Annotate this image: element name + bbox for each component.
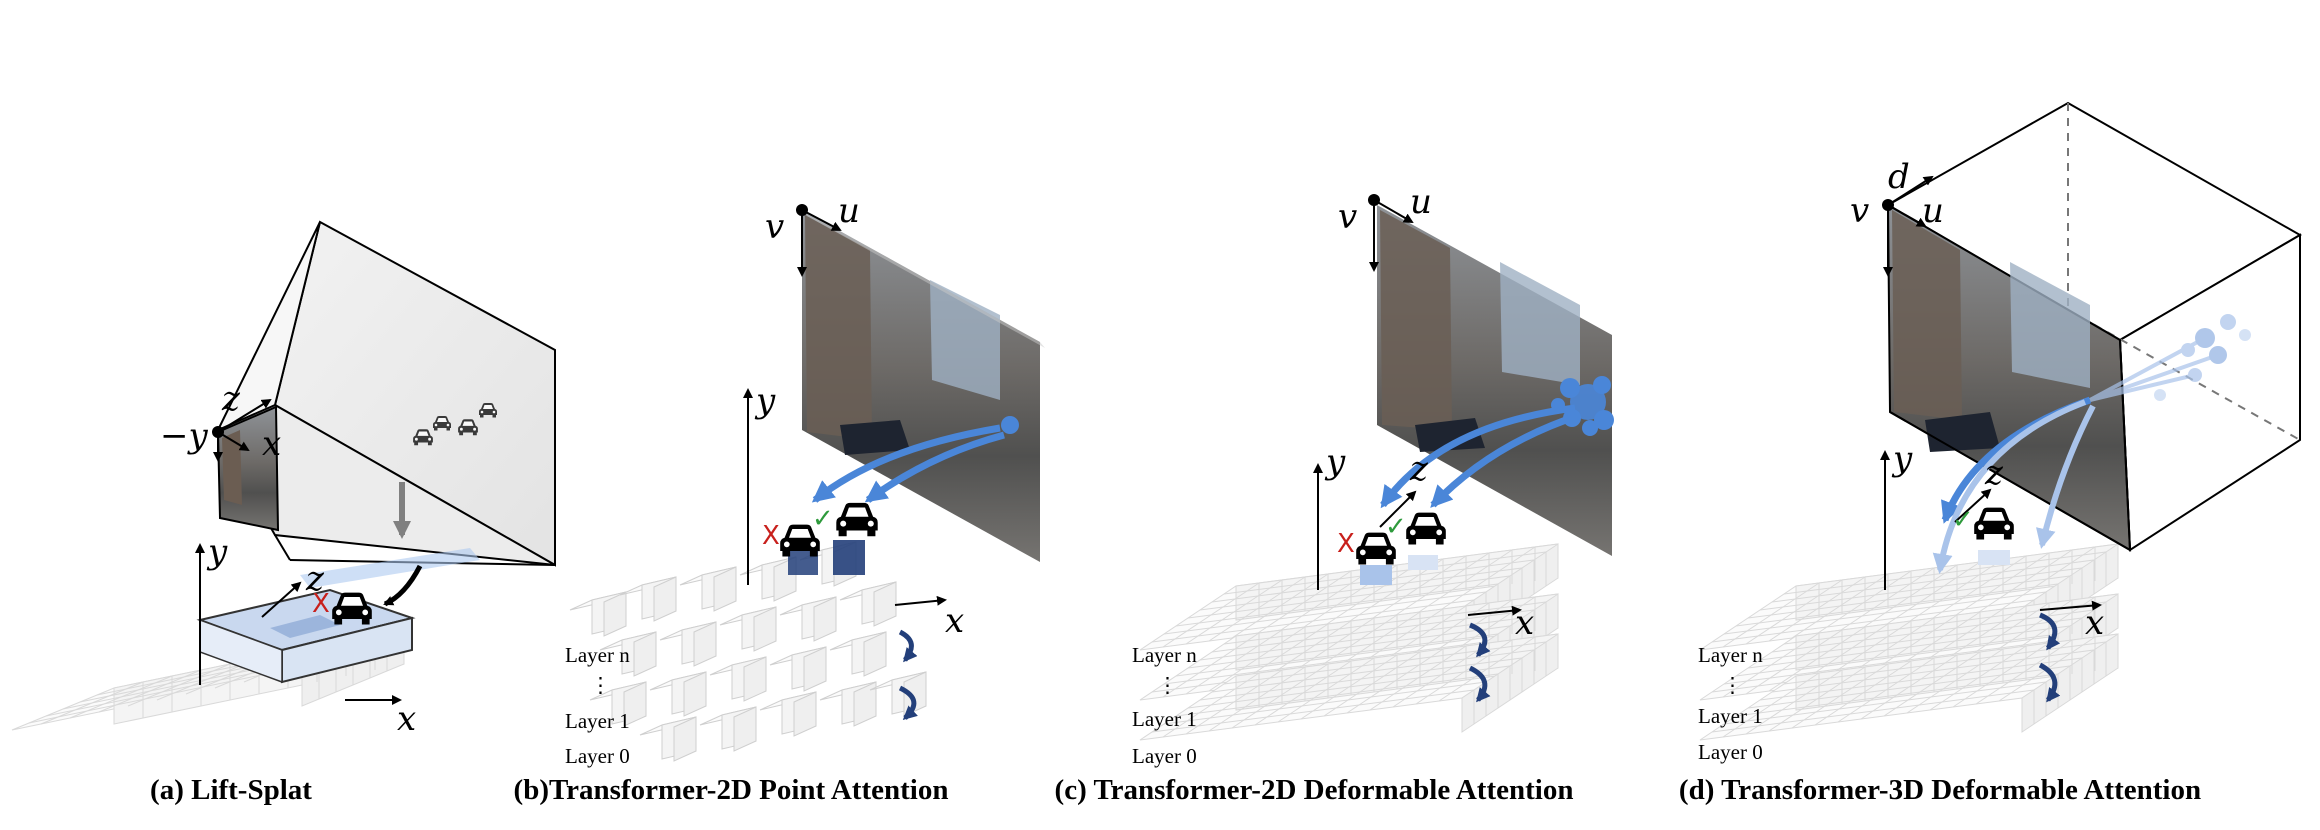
deformable-samples <box>1551 376 1614 436</box>
svg-text:⋮: ⋮ <box>1722 673 1743 697</box>
axis-z-label: z <box>1409 449 1429 489</box>
axis-y-label: y <box>1324 442 1346 482</box>
layer-1-label: Layer 1 <box>565 709 630 733</box>
attention-arrow <box>811 424 1001 503</box>
right-mark: ✓ <box>812 504 834 534</box>
car-icon <box>1406 512 1446 545</box>
axis-u-label: u <box>1922 191 1944 231</box>
bev-grid <box>1699 543 2119 741</box>
attention-arrow <box>1430 411 1582 508</box>
layer-0-label: Layer 0 <box>1698 740 1763 764</box>
camera-frustum <box>213 220 556 588</box>
axis-v-label: v <box>1338 197 1357 237</box>
svg-text:⋮: ⋮ <box>1157 673 1178 697</box>
axis-x-label: x <box>945 601 964 641</box>
deformable-samples-3d <box>2089 314 2251 402</box>
axis-x-label: x <box>397 699 416 739</box>
camera-image <box>802 210 1045 562</box>
wrong-mark: X <box>312 589 330 619</box>
layer-labels: Layer n ⋮ Layer 1 Layer 0 <box>565 643 630 768</box>
axis-y-label: y <box>1891 439 1913 479</box>
layer-labels: Layer n ⋮ Layer 1 Layer 0 <box>1132 643 1197 768</box>
layer-n-label: Layer n <box>565 643 630 667</box>
axis-v-label: v <box>1850 191 1869 231</box>
caption-a: (a) Lift-Splat <box>150 774 312 806</box>
axis-z-cam-label: z <box>221 379 241 419</box>
right-mark: ✓ <box>1385 512 1407 542</box>
camera-image <box>1377 205 1612 556</box>
axis-v-label: v <box>765 207 784 247</box>
layer-0-label: Layer 0 <box>1132 744 1197 768</box>
layer-0-label: Layer 0 <box>565 744 630 768</box>
axis-u-label: u <box>838 191 860 231</box>
layer-n-label: Layer n <box>1698 643 1763 667</box>
panel-a: −y z x y z x X (a) Lift-Splat <box>11 220 556 806</box>
layer-labels: Layer n ⋮ Layer 1 Layer 0 <box>1698 643 1763 764</box>
layer-1-label: Layer 1 <box>1698 704 1763 728</box>
layer-1-label: Layer 1 <box>1132 707 1197 731</box>
layer-n-label: Layer n <box>1132 643 1197 667</box>
wrong-mark: X <box>762 521 780 551</box>
attention-arrow <box>1380 404 1576 509</box>
axis-y-label: y <box>754 381 776 421</box>
caption-d: (d) Transformer-3D Deformable Attention <box>1679 774 2201 806</box>
bev-grid <box>1139 543 1559 741</box>
axis-z-label: z <box>1984 453 2004 493</box>
axis-u-label: u <box>1410 182 1432 222</box>
axis-d-label: d <box>1888 157 1910 197</box>
axis-x-label: x <box>1515 603 1534 643</box>
axis-neg-y-label: −y <box>160 416 208 456</box>
panel-c: v u y z x X ✓ Layer n ⋮ Layer 1 Layer 0 … <box>1055 182 1614 806</box>
axis-x-cam-label: x <box>262 424 281 464</box>
attention-arrow <box>2036 404 2096 549</box>
car-icon <box>1974 507 2014 540</box>
wrong-mark: X <box>1337 529 1355 559</box>
axis-z-label: z <box>305 559 325 599</box>
panel-b: v u y x X ✓ Layer n ⋮ Layer 1 Layer 0 (b… <box>514 191 1045 806</box>
attention-arrow <box>864 431 1005 503</box>
caption-c: (c) Transformer-2D Deformable Attention <box>1055 774 1574 806</box>
axis-y-label: y <box>206 532 228 572</box>
axis-x-label: x <box>2085 603 2104 643</box>
right-mark: ✓ <box>1952 505 1974 535</box>
panel-d: d v u y z x ✓ Layer n ⋮ Layer 1 Layer 0 … <box>1679 101 2303 806</box>
attention-arrow <box>1932 399 2087 574</box>
svg-text:⋮: ⋮ <box>590 673 611 697</box>
caption-b: (b)Transformer-2D Point Attention <box>514 774 949 806</box>
car-icon <box>836 502 878 537</box>
reference-point <box>1001 416 1019 434</box>
camera-image <box>216 405 280 532</box>
